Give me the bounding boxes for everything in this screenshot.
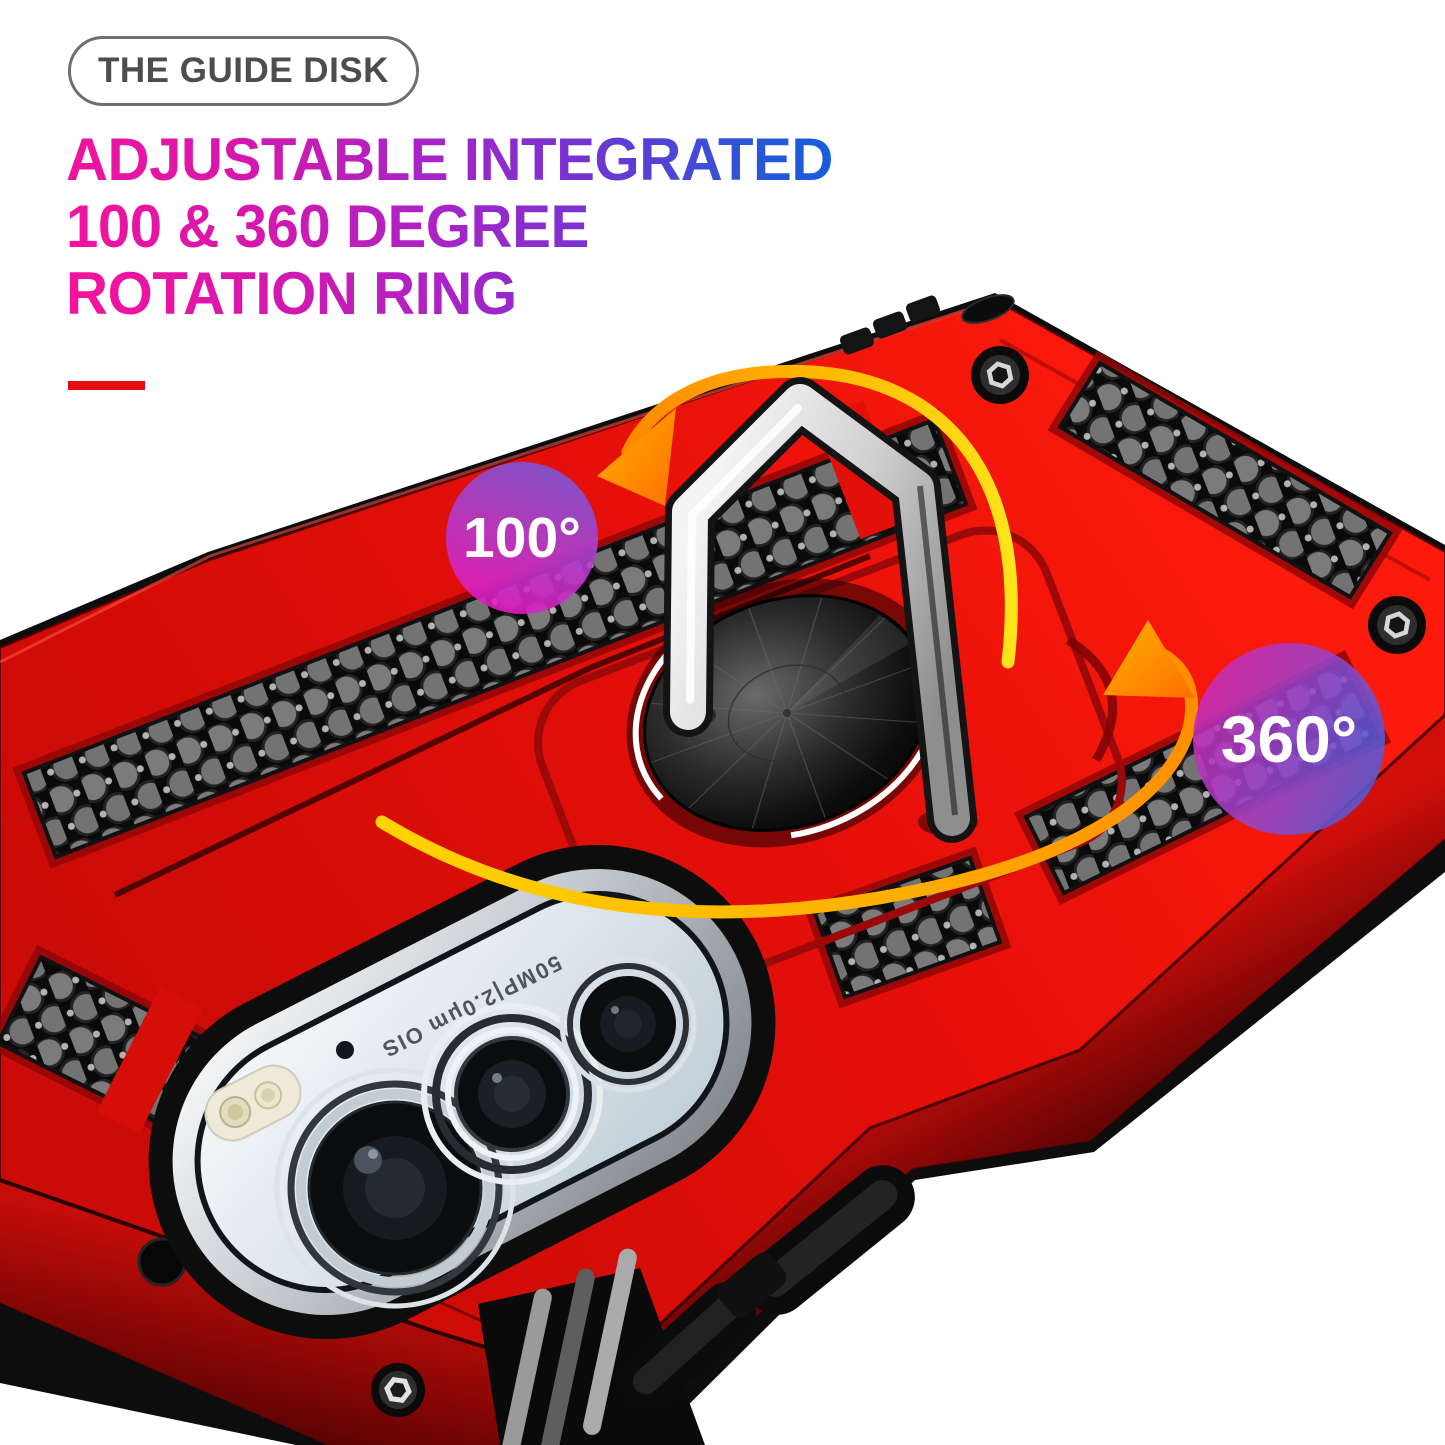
camera-lens-tele — [559, 955, 697, 1093]
side-button-connector — [718, 1252, 786, 1318]
rotation-arrow-100 — [597, 364, 1018, 669]
grip-bars — [498, 1248, 637, 1445]
accent-dash — [68, 381, 145, 390]
angle-badge-360-label: 360° — [1220, 702, 1358, 776]
angle-badge-100: 100° — [446, 462, 598, 614]
arrowhead-icon — [1103, 620, 1195, 698]
brand-pill-label: THE GUIDE DISK — [98, 51, 389, 90]
angle-badge-100-label: 100° — [463, 506, 581, 570]
page-title: ADJUSTABLE INTEGRATED 100 & 360 DEGREE R… — [66, 126, 833, 327]
hex-screw-right — [1368, 596, 1426, 654]
rotation-arrow-360 — [375, 620, 1199, 919]
camera-flash — [204, 1064, 302, 1142]
honeycomb-strip-right — [1047, 350, 1403, 610]
side-button-volume — [619, 1281, 757, 1411]
angle-badge-360: 360° — [1193, 643, 1385, 835]
camera-module: 50MP|2.0μm OIS — [148, 844, 776, 1340]
camera-lens-mid — [421, 1003, 603, 1185]
title-line: ADJUSTABLE INTEGRATED — [66, 126, 833, 193]
brand-pill: THE GUIDE DISK — [68, 36, 419, 106]
hex-screw-top — [971, 346, 1029, 404]
top-edge-buttons — [839, 294, 1015, 355]
title-line: ROTATION RING — [66, 260, 517, 327]
hex-screw-corner — [371, 1363, 425, 1417]
title-line: 100 & 360 DEGREE — [66, 193, 589, 260]
arrowhead-icon — [597, 408, 676, 506]
side-button-power — [745, 1165, 915, 1315]
camera-mic-dot — [336, 1041, 354, 1059]
ring-stand — [663, 377, 978, 843]
